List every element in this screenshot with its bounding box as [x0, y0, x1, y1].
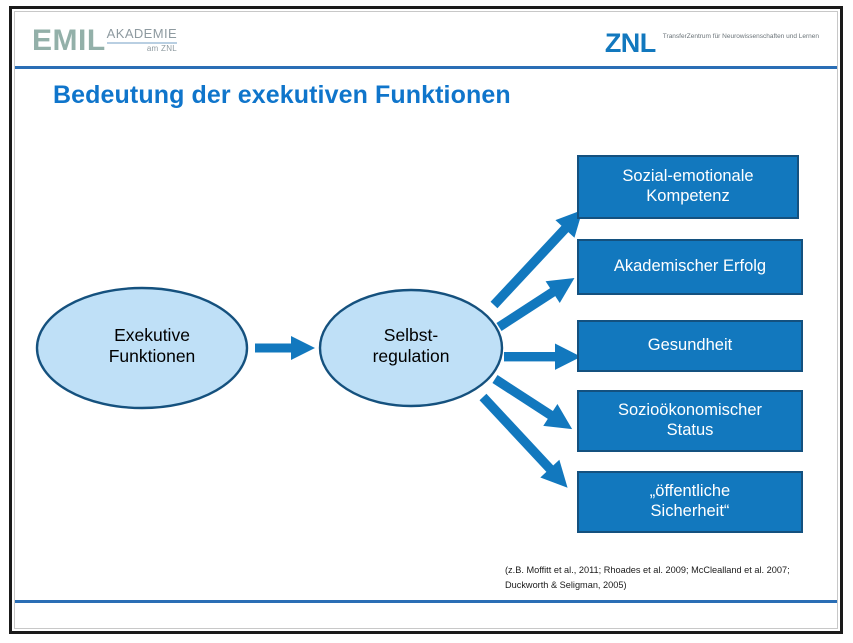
emil-wordmark: EMIL — [32, 24, 106, 57]
citation-text: (z.B. Moffitt et al., 2011; Rhoades et a… — [505, 565, 790, 590]
emil-logo-subtext: AKADEMIE am ZNL — [106, 26, 178, 53]
outcome-box-soziooekonomischer-status[interactable]: Sozioökonomischer Status — [577, 390, 803, 452]
emil-akademie-label: AKADEMIE — [106, 26, 178, 41]
ellipse-label-selbstregulation: Selbst- regulation — [372, 325, 450, 367]
znl-tagline: TransferZentrum für Neurowissenschaften … — [662, 33, 819, 40]
znl-logo: ZNL TransferZentrum für Neurowissenschaf… — [605, 30, 819, 57]
outcome-box-oeffentliche-sicherheit[interactable]: „öffentliche Sicherheit“ — [577, 471, 803, 533]
outcome-box-gesundheit[interactable]: Gesundheit — [577, 320, 803, 372]
ellipse-label-exekutive-funktionen: Exekutive Funktionen — [108, 325, 196, 367]
outcome-box-sozial-emotionale-kompetenz[interactable]: Sozial-emotionale Kompetenz — [577, 155, 799, 219]
slide-header: EMIL AKADEMIE am ZNL ZNL TransferZentrum… — [15, 12, 837, 67]
emil-am-znl-label: am ZNL — [146, 43, 178, 53]
emil-logo-divider — [106, 41, 178, 44]
outcome-box-akademischer-erfolg[interactable]: Akademischer Erfolg — [577, 239, 803, 295]
znl-wordmark: ZNL — [604, 28, 656, 58]
page-title: Bedeutung der exekutiven Funktionen — [53, 81, 511, 109]
header-divider-rule — [15, 66, 837, 69]
footer-divider-rule — [15, 600, 837, 603]
emil-akademie-logo: EMIL AKADEMIE am ZNL — [32, 24, 178, 57]
